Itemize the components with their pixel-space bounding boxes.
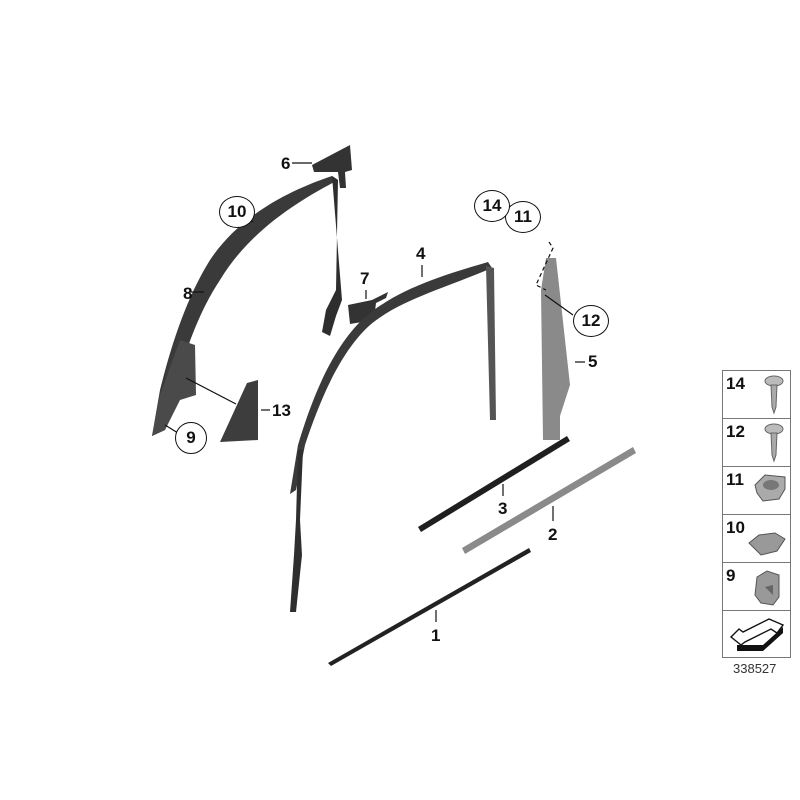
- callout-7: 7: [360, 269, 370, 288]
- part-5-pillar-trim: [535, 241, 585, 440]
- legend-number: 11: [726, 470, 744, 489]
- callout-12-circled: 12: [573, 305, 609, 337]
- part-13-triangle-cover: [220, 380, 270, 442]
- screw-icon: [764, 375, 784, 415]
- callout-10-circled: 10: [219, 196, 255, 228]
- legend-row-9: 9: [723, 563, 790, 611]
- part-1-belt-strip: [328, 548, 531, 666]
- part-2-outer-strip: [462, 447, 636, 554]
- spring-nut-icon: [754, 570, 780, 606]
- legend-row-12: 12: [723, 419, 790, 467]
- callout-11-circled: 11: [505, 201, 541, 233]
- screw-icon: [764, 423, 784, 463]
- callout-8: 8: [183, 284, 193, 303]
- legend-row-11: 11: [723, 467, 790, 515]
- expanding-nut-icon: [754, 474, 786, 502]
- callout-1: 1: [431, 626, 441, 645]
- callout-9-circled: 9: [175, 422, 207, 454]
- callout-5: 5: [588, 352, 598, 371]
- callout-14-circled: 14: [474, 190, 510, 222]
- callout-6: 6: [281, 154, 291, 173]
- part-6-corner-trim: [292, 145, 352, 188]
- fastener-legend: 14 12 11 10 9: [722, 370, 791, 658]
- arrow-direction-icon: [729, 618, 785, 651]
- legend-row-14: 14: [723, 371, 790, 419]
- callout-13: 13: [272, 401, 291, 420]
- legend-row-arrow: [723, 611, 790, 657]
- part-7-bracket: [348, 290, 388, 324]
- clip-icon: [748, 532, 786, 556]
- legend-row-10: 10: [723, 515, 790, 563]
- legend-number: 14: [726, 374, 745, 393]
- part-4-door-seal: [290, 262, 496, 612]
- callout-2: 2: [548, 525, 558, 544]
- callout-3: 3: [498, 499, 508, 518]
- legend-number: 10: [726, 518, 745, 537]
- callout-4: 4: [416, 244, 426, 263]
- catalog-number: 338527: [733, 661, 777, 676]
- legend-number: 12: [726, 422, 745, 441]
- part-3-inner-strip: [418, 436, 570, 532]
- legend-number: 9: [726, 566, 736, 585]
